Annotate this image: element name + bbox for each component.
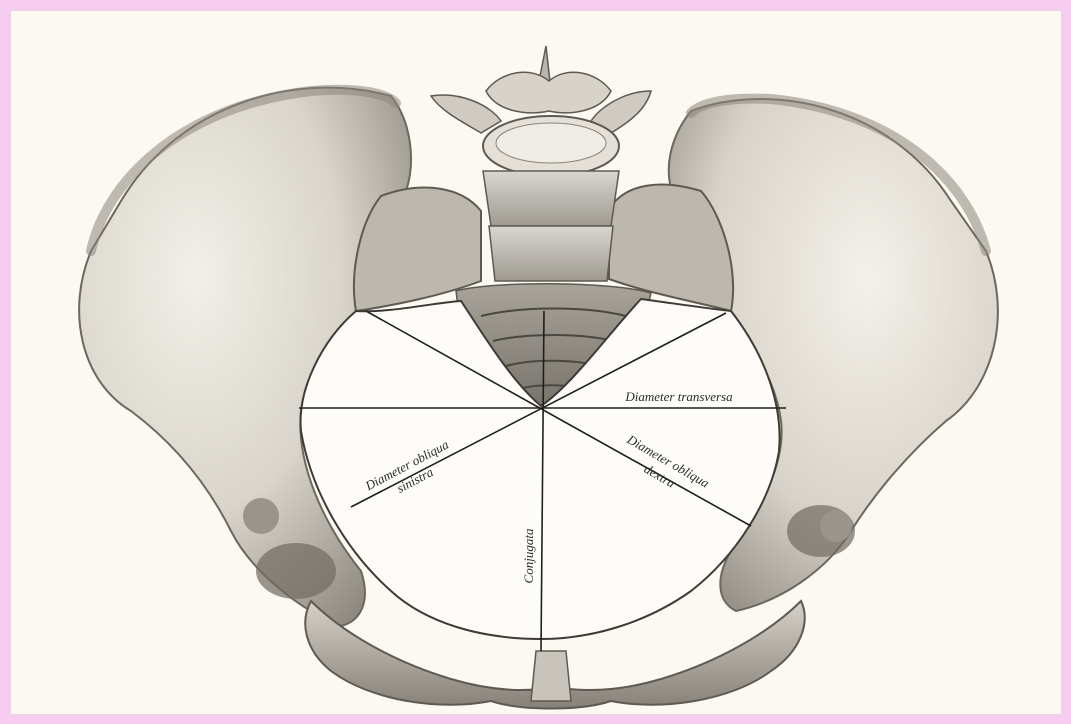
label-conjugate: Conjugata xyxy=(521,528,536,583)
illustration-frame: Diameter transversa Diameter obliqua sin… xyxy=(10,10,1062,715)
left-obturator-foramen xyxy=(256,543,336,599)
right-acetabulum-texture xyxy=(820,510,852,542)
pubic-symphysis xyxy=(531,651,571,701)
left-acetabulum-texture xyxy=(243,498,279,534)
lumbar-vertebra xyxy=(431,46,651,176)
pelvis-illustration: Diameter transversa Diameter obliqua sin… xyxy=(11,11,1062,715)
label-transverse: Diameter transversa xyxy=(624,389,733,404)
